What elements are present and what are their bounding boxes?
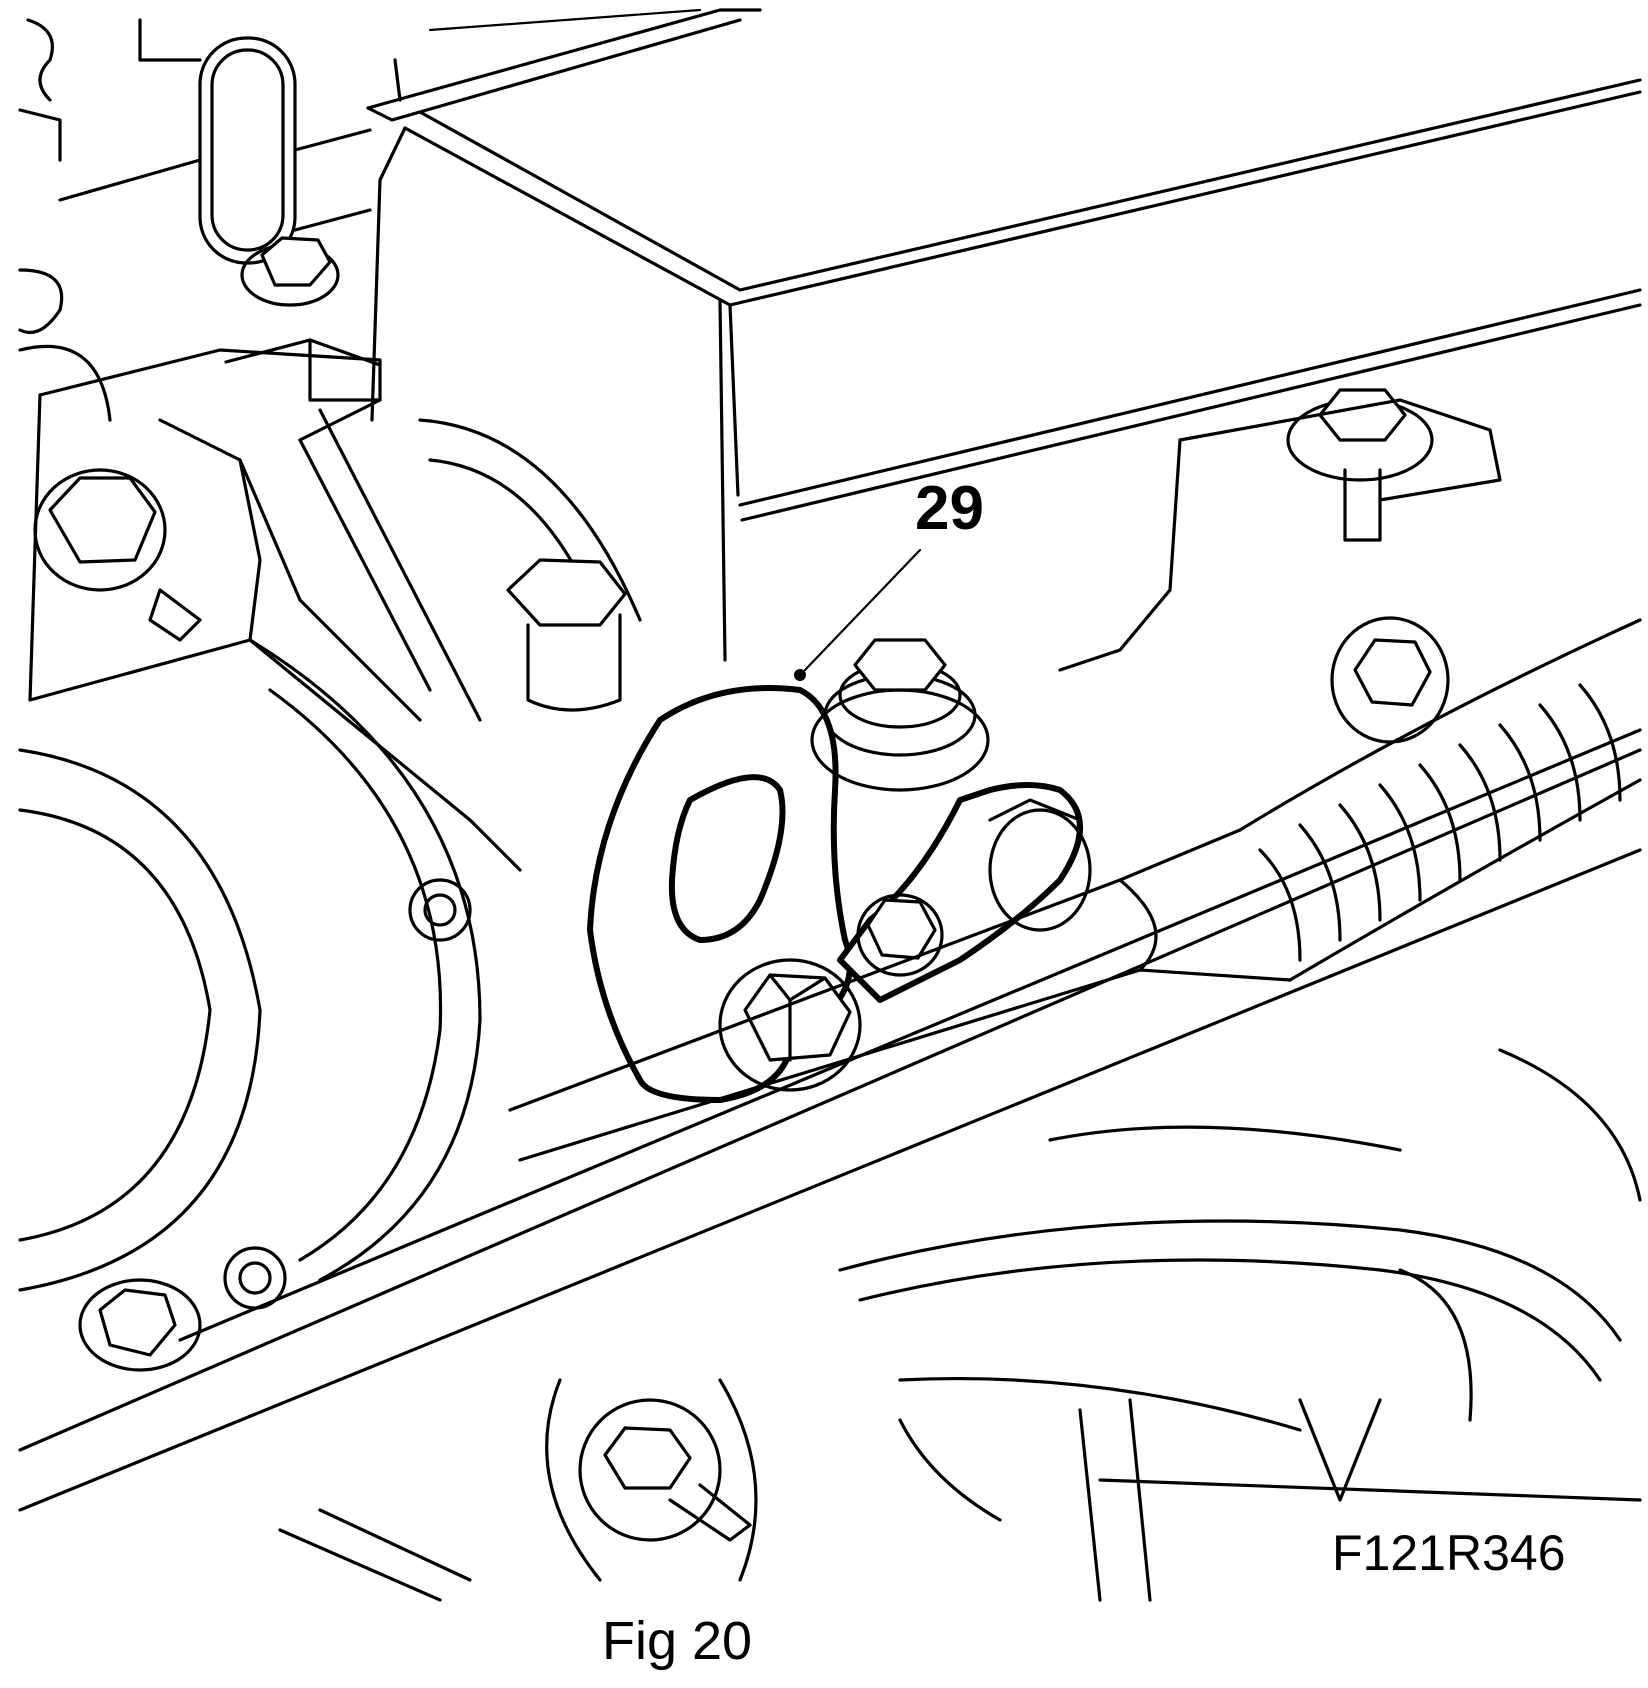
leader-dot	[794, 669, 806, 681]
subframe	[278, 1398, 1642, 1602]
cross-member	[18, 728, 1642, 1512]
upper-bolt	[240, 236, 340, 307]
cylindrical-housing	[18, 418, 642, 1292]
stacked-washer-bolt	[810, 638, 990, 792]
figure-caption: Fig 20	[602, 1611, 753, 1671]
bracket-stud	[988, 798, 1092, 932]
callout-leader	[794, 548, 922, 681]
valve-cover	[366, 8, 1642, 662]
bracket-lower-bolt	[718, 958, 862, 1092]
left-bolt	[33, 468, 202, 642]
control-arm	[838, 1048, 1642, 1432]
upper-right-bolt	[1058, 388, 1502, 672]
left-edge-parts	[18, 18, 112, 422]
oval-sensor	[58, 18, 372, 265]
small-mid-bolt	[856, 893, 944, 977]
housing-studs	[78, 878, 472, 1372]
center-tall-bolt	[506, 558, 627, 712]
callout-number: 29	[915, 474, 984, 543]
lower-stud	[545, 1378, 758, 1582]
left-bracket	[28, 338, 522, 872]
drawing-code: F121R346	[1332, 1525, 1566, 1581]
bellows	[1238, 618, 1642, 982]
